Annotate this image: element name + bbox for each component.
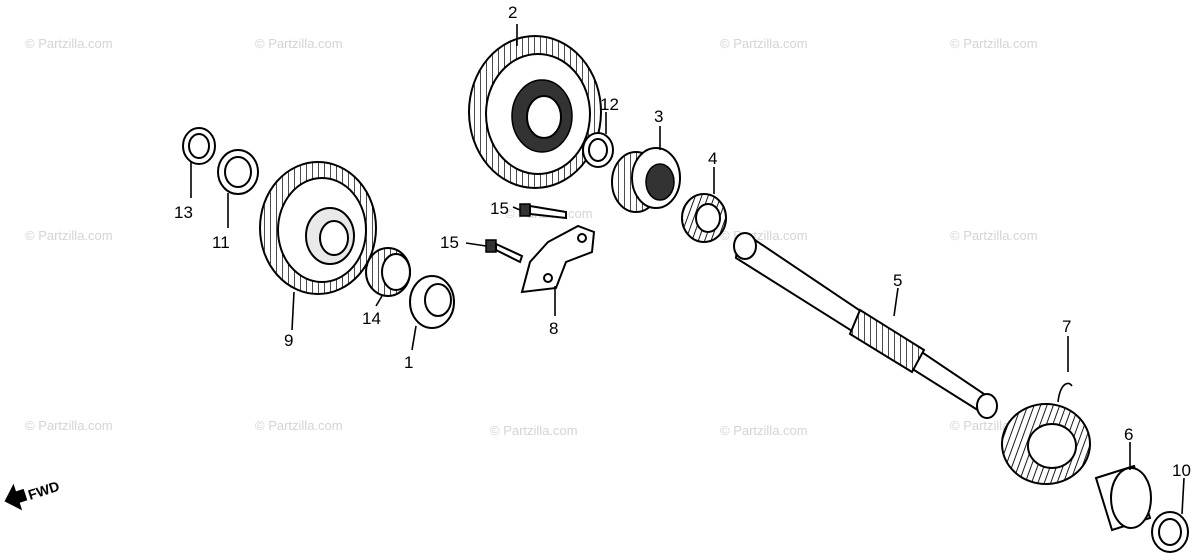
callout-2: 2 xyxy=(508,3,517,22)
callout-5: 5 xyxy=(893,271,902,290)
callout-12: 12 xyxy=(600,95,619,114)
part-8-bracket xyxy=(520,224,596,294)
callout-10: 10 xyxy=(1172,461,1191,480)
part-12-washer xyxy=(582,132,614,168)
watermark: © Partzilla.com xyxy=(950,36,1038,51)
callout-9: 9 xyxy=(284,331,293,350)
part-6-collar xyxy=(1094,464,1152,532)
callout-15a: 15 xyxy=(490,199,509,218)
callout-14: 14 xyxy=(362,309,381,328)
watermark: © Partzilla.com xyxy=(25,36,113,51)
part-4-spring xyxy=(681,193,727,243)
callout-3: 3 xyxy=(654,107,663,126)
callout-4: 4 xyxy=(708,149,717,168)
fwd-indicator: FWD xyxy=(4,478,61,511)
part-10-washer xyxy=(1151,511,1189,553)
callout-1: 1 xyxy=(404,353,413,372)
watermark: © Partzilla.com xyxy=(720,36,808,51)
watermark: © Partzilla.com xyxy=(720,228,808,243)
part-13-ring xyxy=(182,127,216,165)
watermark: © Partzilla.com xyxy=(25,418,113,433)
fwd-arrow-icon xyxy=(4,483,28,511)
watermark: © Partzilla.com xyxy=(255,418,343,433)
watermark: © Partzilla.com xyxy=(255,36,343,51)
leader-lines xyxy=(190,24,1185,515)
part-9-gear xyxy=(259,161,377,295)
callout-11: 11 xyxy=(212,233,230,252)
part-5-shaft xyxy=(733,232,998,419)
callout-15b: 15 xyxy=(440,233,459,252)
callouts: 13 11 9 14 1 2 12 3 4 15 15 8 5 7 6 10 xyxy=(174,3,1191,480)
watermark: © Partzilla.com xyxy=(490,423,578,438)
callout-8: 8 xyxy=(549,319,558,338)
part-11-circlip xyxy=(217,149,259,195)
callout-6: 6 xyxy=(1124,425,1133,444)
callout-7: 7 xyxy=(1062,317,1071,336)
fwd-label: FWD xyxy=(26,478,61,503)
part-15-bolt xyxy=(485,239,524,264)
part-2-gear xyxy=(468,35,602,189)
watermark: © Partzilla.com xyxy=(950,228,1038,243)
watermark: © Partzilla.com xyxy=(25,228,113,243)
callout-13: 13 xyxy=(174,203,193,222)
part-14-needle-bearing xyxy=(365,247,411,297)
watermark: © Partzilla.com xyxy=(720,423,808,438)
part-1-collar xyxy=(409,275,455,329)
part-7-spring xyxy=(1001,382,1091,485)
part-3-ratchet xyxy=(611,147,681,213)
